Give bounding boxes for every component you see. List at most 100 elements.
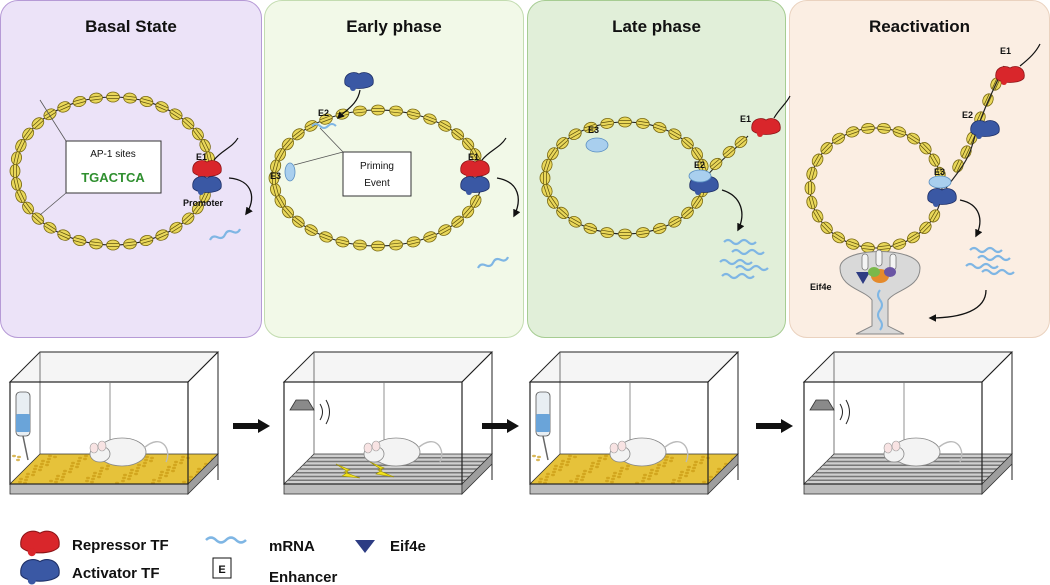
nucleosome [57,229,71,241]
nucleosome [722,145,736,159]
nucleosome [709,157,723,171]
panel-title-basal: Basal State [85,17,177,36]
nucleosome [181,212,195,225]
legend-activator-label: Activator TF [72,565,160,582]
nucleosome [845,126,860,138]
nucleosome [43,221,57,234]
nucleosome [353,105,367,117]
nucleosome [139,234,154,247]
priming-box: Priming Event [293,127,412,197]
nucleosome [681,206,694,220]
nucleosome [43,108,57,121]
nucleosome [845,238,860,250]
nucleosome [191,127,204,141]
nucleosome [106,239,120,251]
nucleosome [556,206,569,220]
eif4e-label: Eif4e [810,282,832,292]
nucleosome [123,92,137,104]
mouse-icon [363,437,443,467]
nucleosome [568,128,582,140]
nucleosome [919,221,932,235]
cage [282,351,494,495]
nucleosome [681,136,694,150]
nucleosome [389,105,403,117]
nucleosome [618,228,632,240]
nucleosome [191,201,204,215]
nucleosome [928,209,941,223]
react-e1-label: E1 [1000,46,1011,56]
nucleosome [304,224,318,236]
nucleosome [11,176,22,191]
nucleosome [806,166,818,181]
nucleosome [423,113,437,125]
nucleosome [928,153,941,167]
nucleosome [438,120,452,132]
ap1-label: AP-1 sites [90,149,136,160]
nucleosome [906,132,921,145]
nucleosome [652,222,667,235]
cage [802,351,1014,495]
nucleosome [335,236,350,248]
basal-complex [192,137,253,243]
legend-repressor-label: Repressor TF [72,537,169,554]
cage-row [8,351,1014,495]
cage-arrows [233,419,793,433]
nucleosome [371,104,385,116]
early-complex [284,71,521,271]
nucleosome [169,221,183,234]
nucleosome [668,216,682,228]
nucleosome [371,240,385,252]
legend: Repressor TF Activator TF mRNA E Enhance… [20,530,426,585]
nucleosome [31,212,45,225]
nucleosome [539,171,551,185]
mouse-icon [609,437,689,467]
nucleosome [697,158,709,173]
nucleosome [89,92,103,104]
nucleosome [155,101,169,113]
nucleosome [281,205,295,219]
cage [528,351,740,495]
legend-repressor-icon [20,530,60,557]
nucleosome [600,227,615,239]
nucleosome [9,164,21,178]
ap1-box: AP-1 sites TGACTCA [39,99,162,216]
nucleosome [89,238,103,250]
nucleosome [123,238,137,250]
nucleosome [406,236,421,248]
nucleosome [635,227,650,239]
nucleosome [139,95,154,108]
nucleosome [919,141,932,155]
early-e1-label: E1 [468,152,479,162]
legend-eif4e-icon [355,540,375,553]
nucleosome [960,145,972,159]
early-e3-label: E3 [270,171,281,181]
nucleosome [668,128,682,140]
react-complex [927,43,1041,322]
nucleosome [804,181,816,195]
nucleosome [892,126,907,138]
legend-mrna-icon [205,536,247,544]
nucleosome [72,234,87,247]
legend-eif4e-label: Eif4e [390,538,426,555]
chromatin-loop-late [539,116,749,240]
nucleosome [583,222,598,235]
nucleosome [22,127,35,141]
nucleosome [268,171,280,185]
priming-line-2: Event [364,178,390,189]
promoter-label: Promoter [183,198,224,208]
nucleosome [568,216,582,228]
mouse-icon [883,437,963,467]
react-e3-label: E3 [934,167,945,177]
nucleosome [546,147,559,161]
nucleosome [181,117,195,130]
nucleosome [438,224,452,236]
late-e2-label: E2 [694,160,705,170]
panel-late-phase: Late phase [527,0,786,338]
nucleosome [11,151,22,166]
nucleosome [319,231,333,243]
priming-line-1: Priming [360,161,394,172]
nucleosome [556,136,569,150]
late-complex [585,95,791,280]
nucleosome [877,122,891,134]
